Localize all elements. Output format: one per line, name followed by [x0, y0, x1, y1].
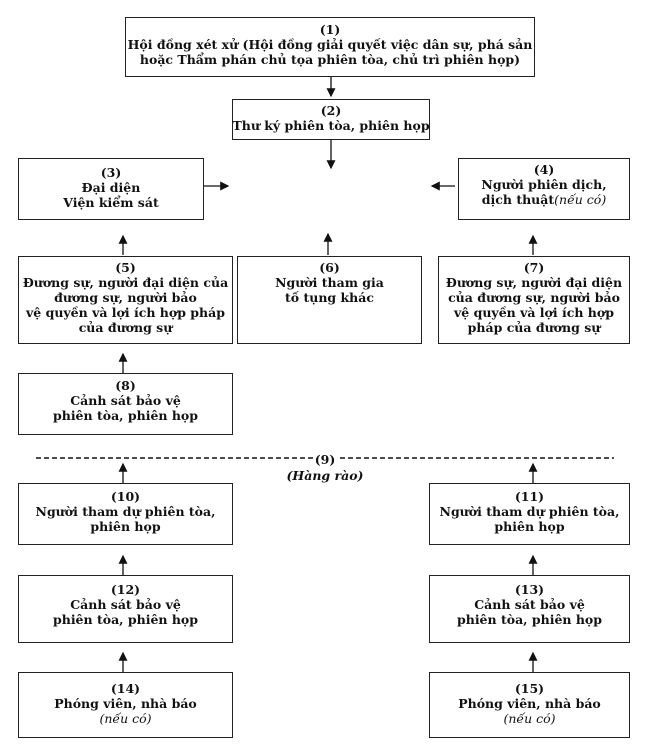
box-text-line: hoặc Thẩm phán chủ tọa phiên tòa, chủ tr…: [139, 52, 521, 67]
box-court-clerk: (2) Thư ký phiên tòa, phiên họp: [232, 99, 430, 140]
box-number: (8): [115, 378, 136, 393]
box-number: (4): [533, 162, 555, 177]
box-text-line: Cảnh sát bảo vệ: [70, 597, 181, 612]
optional-note: (nếu có): [554, 192, 607, 207]
box-number: (5): [115, 260, 136, 275]
box-attendees-right: (11) Người tham dự phiên tòa, phiên họp: [429, 483, 630, 545]
box-court-police-right: (13) Cảnh sát bảo vệ phiên tòa, phiên họ…: [429, 575, 630, 643]
box-number: (7): [523, 260, 545, 275]
box-litigants-left: (5) Đương sự, người đại diện của đương s…: [18, 256, 233, 344]
box-text-line: Người phiên dịch,: [481, 177, 607, 192]
box-number: (11): [514, 489, 545, 504]
box-text-line: vệ quyền và lợi ích hợp: [454, 305, 614, 320]
box-text-line-with-note: dịch thuật(nếu có): [482, 192, 606, 207]
box-number: (13): [514, 582, 545, 597]
box-text-line: Đương sự, người đại diện của: [22, 275, 229, 290]
box-attendees-left: (10) Người tham dự phiên tòa, phiên họp: [18, 483, 233, 545]
box-interpreter: (4) Người phiên dịch, dịch thuật(nếu có): [458, 158, 630, 220]
box-number: (12): [110, 582, 141, 597]
box-number: (15): [514, 681, 545, 696]
box-trial-panel: (1) Hội đồng xét xử (Hội đồng giải quyết…: [125, 17, 535, 77]
box-text-line: Người tham dự phiên tòa,: [439, 504, 620, 519]
box-number: (10): [110, 489, 141, 504]
box-text-line: Viện kiểm sát: [63, 195, 159, 210]
box-court-police: (8) Cảnh sát bảo vệ phiên tòa, phiên họp: [18, 373, 233, 435]
box-text-line: Phóng viên, nhà báo: [54, 696, 197, 711]
box-text-line: phiên tòa, phiên họp: [52, 408, 199, 423]
box-litigants-right: (7) Đương sự, người đại diện của đương s…: [438, 256, 630, 344]
optional-note: (nếu có): [503, 711, 556, 726]
box-text-line: Phóng viên, nhà báo: [458, 696, 601, 711]
box-text-line: Hội đồng xét xử (Hội đồng giải quyết việ…: [127, 37, 533, 52]
fence-label: (Hàng rào): [286, 468, 364, 483]
box-text-line: của đương sự, người bảo: [448, 290, 620, 305]
box-number: (3): [100, 165, 122, 180]
box-text: dịch thuật: [481, 192, 555, 207]
optional-note: (nếu có): [99, 711, 152, 726]
box-journalists-right: (15) Phóng viên, nhà báo (nếu có): [429, 672, 630, 738]
box-text-line: Đại diện: [81, 180, 141, 195]
box-number: (14): [110, 681, 141, 696]
box-text-line: Người tham dự phiên tòa,: [35, 504, 216, 519]
box-text-line: Cảnh sát bảo vệ: [70, 393, 181, 408]
box-text-line: Cảnh sát bảo vệ: [474, 597, 585, 612]
box-number: (2): [320, 103, 342, 118]
box-text-line: phiên tòa, phiên họp: [52, 612, 199, 627]
box-procuracy-representative: (3) Đại diện Viện kiểm sát: [18, 158, 204, 220]
box-text-line: Thư ký phiên tòa, phiên họp: [232, 118, 430, 133]
box-journalists-left: (14) Phóng viên, nhà báo (nếu có): [18, 672, 233, 738]
box-text-line: tố tụng khác: [285, 290, 374, 305]
box-number: (6): [319, 260, 340, 275]
box-number: (1): [319, 22, 341, 37]
box-text-line: phiên tòa, phiên họp: [456, 612, 603, 627]
box-text-line: phiên họp: [494, 519, 565, 534]
box-text-line: phiên họp: [90, 519, 161, 534]
box-text-line: Đương sự, người đại diện: [445, 275, 623, 290]
box-text-line: pháp của đương sự: [467, 320, 601, 335]
box-text-line: của đương sự: [78, 320, 173, 335]
box-court-police-left: (12) Cảnh sát bảo vệ phiên tòa, phiên họ…: [18, 575, 233, 643]
box-text-line: vệ quyền và lợi ích hợp pháp: [26, 305, 225, 320]
box-text-line: đương sự, người bảo: [54, 290, 197, 305]
box-text-line: Người tham gia: [275, 275, 384, 290]
box-other-participants: (6) Người tham gia tố tụng khác: [237, 256, 422, 344]
